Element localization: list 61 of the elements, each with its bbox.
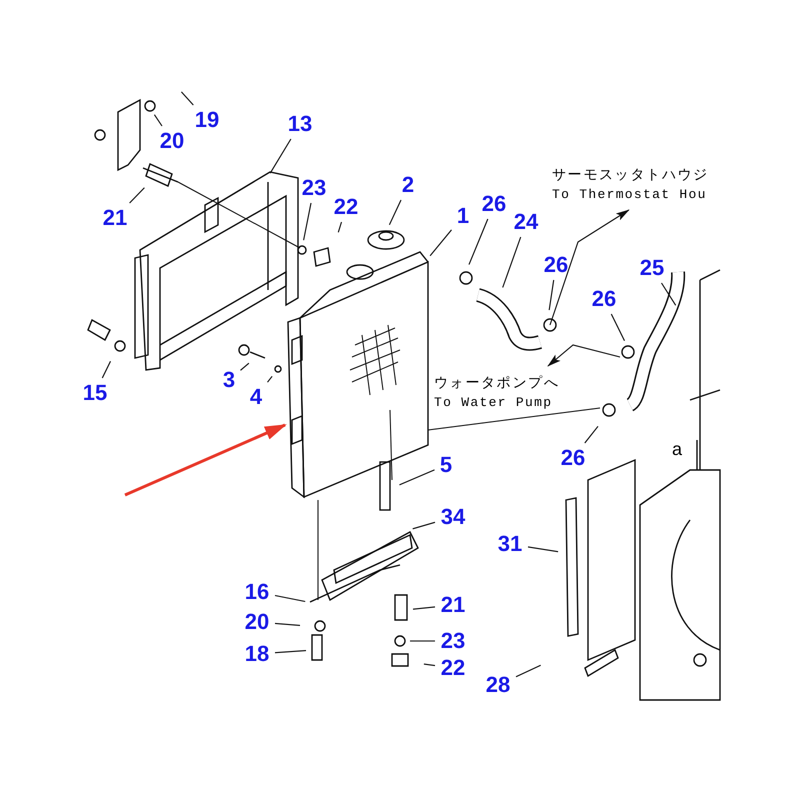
callout-number: 26 [560, 445, 586, 471]
callout-number: 24 [512, 209, 540, 235]
callout-number: 15 [82, 380, 108, 406]
leader-line [240, 362, 250, 371]
leader-line [661, 282, 676, 306]
callout-number: 25 [638, 255, 666, 281]
callout-number: 31 [496, 531, 524, 557]
direction-note-japanese: ウォータポンプへ [434, 373, 560, 392]
callout-number: 3 [222, 367, 236, 393]
callout-number: 22 [332, 194, 360, 220]
leader-line [516, 664, 541, 678]
callout-number: 4 [248, 384, 264, 410]
callout-number: 23 [300, 175, 328, 201]
leader-line [129, 187, 145, 204]
callout-number: 5 [438, 452, 454, 478]
leader-line [430, 230, 452, 256]
leader-line [181, 92, 194, 106]
callout-number: 26 [542, 252, 570, 278]
leader-line [412, 522, 436, 530]
leader-line [274, 650, 306, 654]
leader-line [303, 202, 312, 240]
arrow [547, 344, 620, 367]
leader-line [267, 376, 273, 383]
callout-number: 18 [244, 641, 270, 667]
direction-note: To Water Pump [434, 394, 552, 412]
leader-line [528, 546, 558, 552]
leader-line [274, 622, 300, 626]
leader-line [399, 469, 435, 486]
callout-number: 2 [400, 172, 416, 198]
callout-number: 28 [484, 672, 512, 698]
callout-number: 26 [480, 191, 508, 217]
callout-number: 1 [456, 203, 470, 229]
leader-line [102, 360, 111, 378]
direction-note: To Thermostat Hou [552, 186, 707, 204]
leader-line [412, 606, 436, 610]
view-marker-letter: a [672, 438, 682, 460]
callout-number: 23 [440, 628, 466, 654]
callout-number: 34 [440, 504, 466, 530]
callout-number: 13 [286, 111, 314, 137]
leader-line [548, 280, 554, 310]
callout-number: 16 [244, 579, 270, 605]
callout-number: 22 [440, 655, 466, 681]
leader-line [584, 426, 598, 444]
callout-number: 19 [194, 107, 220, 133]
callout-number: 20 [244, 609, 270, 635]
leader-line [154, 114, 162, 126]
callout-number: 20 [158, 128, 186, 154]
leader-line [424, 664, 436, 666]
callout-number: 26 [590, 286, 618, 312]
leader-line [338, 222, 342, 232]
leader-line [610, 314, 625, 342]
leader-line [270, 138, 292, 174]
callout-number: 21 [440, 592, 466, 618]
leader-line [388, 200, 402, 226]
leader-line [274, 594, 306, 602]
callout-number: 21 [102, 205, 128, 231]
leader-line [502, 236, 522, 288]
arrow [549, 209, 630, 326]
direction-note-japanese: サーモスッタトハウジ [552, 165, 709, 184]
leader-line [410, 640, 435, 642]
leader-line [468, 218, 488, 265]
